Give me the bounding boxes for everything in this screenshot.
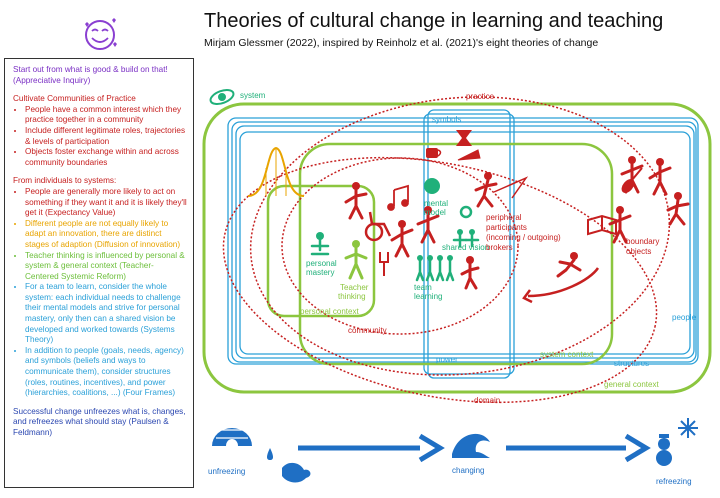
label-teacher-thinking-2: thinking bbox=[338, 292, 366, 301]
label-peripheral-1: peripheral bbox=[486, 213, 522, 222]
team-figures bbox=[415, 205, 480, 282]
general-context-boundary bbox=[202, 102, 712, 394]
label-system-context: system context bbox=[540, 350, 594, 359]
hourglass-icon bbox=[456, 130, 472, 146]
label-mental-model-1: mental bbox=[424, 199, 448, 208]
practice-boundary bbox=[249, 96, 671, 376]
label-boundary-1: boundary bbox=[626, 237, 659, 246]
label-structures: structures bbox=[614, 359, 649, 368]
community-boundary bbox=[281, 157, 519, 335]
label-peripheral-2: participants bbox=[486, 223, 527, 232]
list-item: Teacher thinking is influenced by person… bbox=[25, 251, 187, 283]
domain-boundary bbox=[222, 156, 658, 404]
list-item: Different people are not equally likely … bbox=[25, 219, 187, 251]
list-item: In addition to people (goals, needs, age… bbox=[25, 346, 187, 399]
list-item: Objects foster exchange within and acros… bbox=[25, 147, 187, 168]
label-personal-mastery-2: mastery bbox=[306, 268, 334, 277]
teacher-figures bbox=[344, 240, 368, 280]
melting-puddle-icon bbox=[282, 462, 311, 483]
label-refreezing: refreezing bbox=[656, 477, 692, 486]
personal-context-boundary bbox=[266, 184, 376, 318]
label-mental-model-2: model bbox=[424, 208, 446, 217]
page-title: Theories of cultural change in learning … bbox=[204, 10, 664, 32]
music-note-icon bbox=[387, 184, 409, 211]
wave-icon bbox=[452, 433, 490, 458]
cop-list: People have a common interest which they… bbox=[13, 105, 187, 169]
list-item: Include different legitimate roles, traj… bbox=[25, 126, 187, 147]
label-team-learning-1: team bbox=[414, 283, 432, 292]
water-drop-icon bbox=[267, 448, 273, 460]
smiling-face-with-hearts-icon bbox=[85, 18, 117, 50]
system-context-boundary bbox=[298, 142, 614, 366]
label-symbols: symbols bbox=[432, 115, 461, 124]
list-item: People have a common interest which they… bbox=[25, 105, 187, 126]
list-item: For a team to learn, consider the whole … bbox=[25, 282, 187, 346]
mindfulness-figure bbox=[310, 232, 330, 256]
label-practice: practice bbox=[466, 92, 495, 101]
cop-heading: Cultivate Communities of Practice bbox=[13, 94, 136, 104]
label-community: community bbox=[348, 326, 387, 335]
label-teacher-thinking-1: Teacher bbox=[340, 283, 369, 292]
igloo-icon bbox=[212, 428, 252, 446]
page-subtitle: Mirjam Glessmer (2022), inspired by Rein… bbox=[204, 37, 599, 49]
label-peripheral-3: (incoming / outgoing) bbox=[486, 233, 561, 242]
label-peripheral-4: brokers bbox=[486, 243, 513, 252]
structures-boundary bbox=[227, 109, 699, 379]
mental-model-icon bbox=[424, 178, 440, 194]
label-domain: domain bbox=[474, 396, 500, 405]
label-changing: changing bbox=[452, 466, 484, 475]
snowflake-icon bbox=[678, 418, 698, 438]
label-unfreezing: unfreezing bbox=[208, 467, 245, 476]
label-personal-mastery-1: personal bbox=[306, 259, 337, 268]
unfreeze-refreeze-text: Successful change unfreezes what is, cha… bbox=[13, 406, 186, 437]
tuning-fork-icon bbox=[379, 252, 389, 276]
appreciative-inquiry-text: Start out from what is good & build on t… bbox=[13, 65, 168, 85]
systems-heading: From individuals to systems: bbox=[13, 176, 117, 186]
label-people: people bbox=[672, 313, 697, 322]
label-power: power bbox=[436, 355, 458, 364]
label-team-learning-2: learning bbox=[414, 292, 442, 301]
list-item: People are generally more likely to act … bbox=[25, 187, 187, 219]
wheelchair-icon bbox=[364, 211, 392, 242]
snowman-icon bbox=[656, 434, 672, 466]
people-figures bbox=[344, 149, 690, 290]
book-icon bbox=[587, 214, 617, 236]
label-system: system bbox=[240, 91, 266, 100]
label-shared-vision: shared vision bbox=[442, 243, 489, 252]
label-general-context: general context bbox=[604, 380, 659, 389]
systems-list: People are generally more likely to act … bbox=[13, 187, 187, 399]
swoosh-arrow bbox=[527, 267, 600, 298]
galaxy-icon bbox=[209, 89, 235, 105]
label-boundary-2: objects bbox=[626, 247, 651, 256]
coffee-cup-icon bbox=[426, 148, 442, 158]
label-personal-context: personal context bbox=[300, 307, 359, 316]
theories-sidebar: Start out from what is good & build on t… bbox=[4, 58, 194, 488]
